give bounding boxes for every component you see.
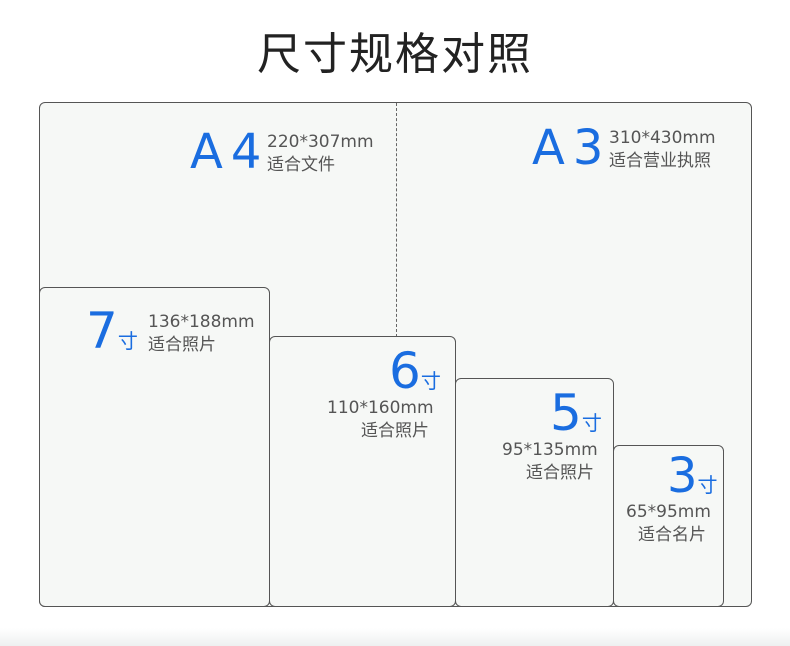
inch3-dimensions: 65*95mm xyxy=(626,502,711,522)
inch5-unit: 寸 xyxy=(581,411,602,435)
inch7-number: 7 xyxy=(86,302,118,360)
a4-boundary-dashed-line xyxy=(396,103,397,337)
inch7-label: 7寸 xyxy=(86,306,138,356)
sheet-5-inch xyxy=(455,378,614,607)
inch7-usage: 适合照片 xyxy=(148,335,216,355)
sheet-7-inch xyxy=(39,287,270,607)
inch3-label: 3寸 xyxy=(667,452,718,500)
inch7-dimensions: 136*188mm xyxy=(148,312,255,332)
inch5-dimensions: 95*135mm xyxy=(502,440,598,460)
sheet-6-inch xyxy=(269,336,456,607)
inch5-usage: 适合照片 xyxy=(526,463,594,483)
inch6-unit: 寸 xyxy=(420,369,441,393)
inch6-usage: 适合照片 xyxy=(361,421,429,441)
bottom-shadow-divider xyxy=(0,628,790,646)
inch5-number: 5 xyxy=(550,384,582,442)
inch3-number: 3 xyxy=(667,448,698,504)
inch6-dimensions: 110*160mm xyxy=(327,398,434,418)
a3-usage: 适合营业执照 xyxy=(609,151,711,171)
a4-usage: 适合文件 xyxy=(267,155,335,175)
a3-number: 3 xyxy=(572,120,604,176)
a3-dimensions: 310*430mm xyxy=(609,128,716,148)
inch6-number: 6 xyxy=(389,342,421,400)
sheet-3-inch xyxy=(613,445,724,607)
inch6-label: 6寸 xyxy=(389,346,441,396)
a3-letter: A xyxy=(532,120,565,176)
inch5-label: 5寸 xyxy=(550,388,602,438)
a4-dimensions: 220*307mm xyxy=(267,132,374,152)
a4-number: 4 xyxy=(230,124,262,180)
page-title: 尺寸规格对照 xyxy=(257,29,533,80)
inch3-usage: 适合名片 xyxy=(638,525,706,545)
a4-letter: A xyxy=(190,124,223,180)
inch3-unit: 寸 xyxy=(697,473,718,497)
inch7-unit: 寸 xyxy=(117,329,138,353)
